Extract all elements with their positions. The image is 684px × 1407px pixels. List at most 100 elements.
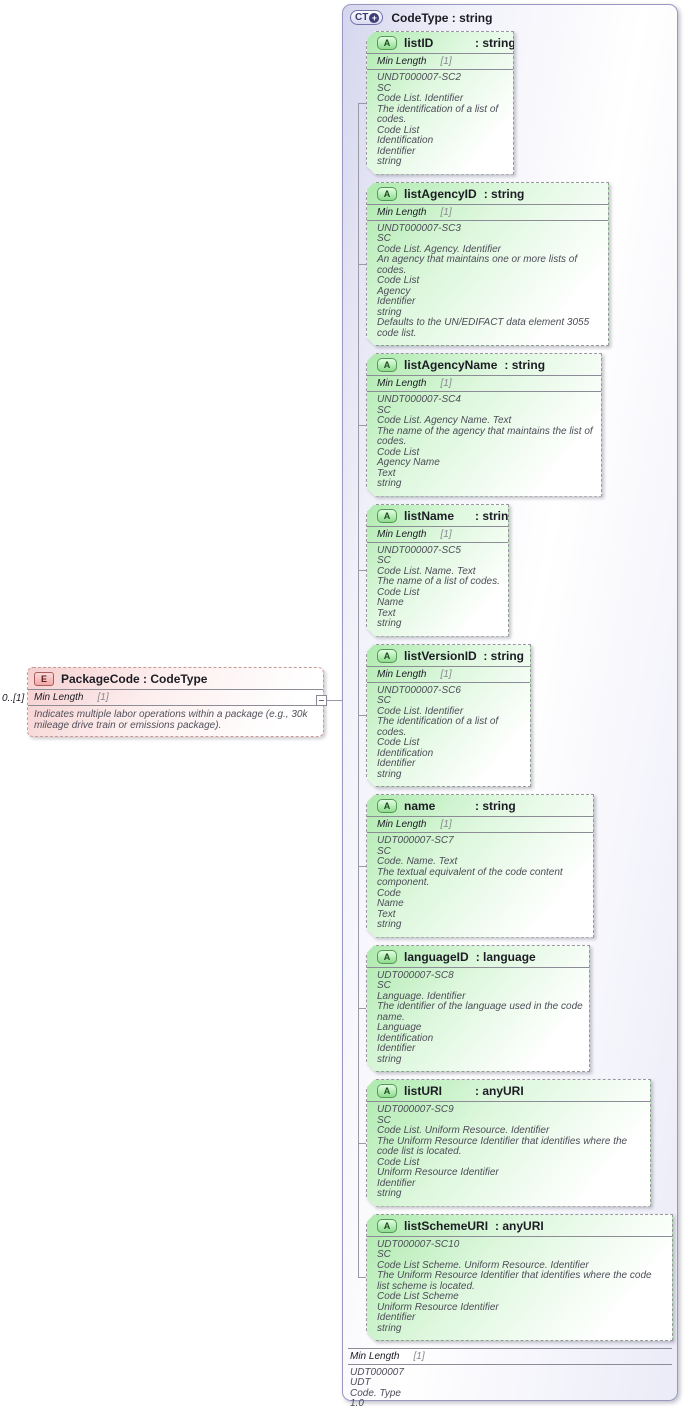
- attribute-row: A listAgencyID : string Min Length [1] U…: [358, 182, 677, 347]
- attribute-listAgencyID[interactable]: A listAgencyID : string Min Length [1] U…: [366, 182, 609, 347]
- cardinality-label: 0..[1]: [2, 693, 25, 704]
- facet-name: Min Length: [377, 56, 427, 67]
- attribute-connector: [358, 102, 366, 104]
- attribute-name: listVersionID: [404, 648, 477, 663]
- attribute-icon: A: [377, 799, 397, 813]
- attribute-details: UNDT000007-SC3 SC Code List. Agency. Ide…: [377, 222, 590, 339]
- element-description: Indicates multiple labor operations with…: [34, 709, 308, 731]
- type-facet-row: Min Length [1]: [348, 1348, 672, 1365]
- facet-name: Min Length: [377, 668, 427, 680]
- attribute-rail: [358, 102, 359, 1278]
- plus-icon[interactable]: +: [369, 12, 380, 23]
- attribute-name[interactable]: A name : string Min Length [1] UDT000007…: [366, 794, 594, 938]
- attribute-title-row: A listURI : anyURI: [367, 1080, 650, 1102]
- attribute-name: listSchemeURI: [404, 1218, 489, 1233]
- complextype-icon: CT+: [350, 10, 384, 25]
- facet-name: Min Length: [377, 819, 427, 830]
- attribute-name: listAgencyID: [404, 186, 477, 201]
- attribute-listName[interactable]: A listName : string Min Length [1] UNDT0…: [366, 504, 509, 637]
- attribute-listSchemeURI[interactable]: A listSchemeURI : anyURI UDT000007-SC10 …: [366, 1214, 673, 1342]
- attribute-details: UDT000007-SC10 SC Code List Scheme. Unif…: [377, 1238, 652, 1334]
- attribute-listVersionID[interactable]: A listVersionID : string Min Length [1] …: [366, 644, 531, 788]
- facet-value: [1]: [97, 692, 109, 703]
- element-packagecode[interactable]: E PackageCode : CodeType Min Length [1] …: [27, 667, 324, 737]
- attribute-title-row: A listSchemeURI : anyURI: [367, 1215, 672, 1237]
- attribute-name: listURI: [404, 1084, 443, 1098]
- element-icon: E: [34, 672, 54, 686]
- element-title: PackageCode : CodeType: [61, 672, 208, 686]
- facet-name: Min Length: [350, 1351, 400, 1362]
- attribute-title-row: A listAgencyID : string: [367, 183, 608, 205]
- complextype-title-row: CT+ CodeType : string: [343, 5, 677, 28]
- attribute-icon: A: [377, 950, 397, 964]
- collapse-handle-icon[interactable]: [316, 695, 327, 706]
- facet-name: Min Length: [34, 692, 84, 703]
- attribute-facet-row: Min Length [1]: [367, 527, 508, 543]
- facet-value: [1]: [440, 378, 452, 389]
- attribute-type: : string: [475, 508, 516, 523]
- attribute-listAgencyName[interactable]: A listAgencyName : string Min Length [1]…: [366, 353, 602, 497]
- attribute-type: : string: [475, 36, 516, 50]
- facet-value: [1]: [440, 528, 452, 540]
- attribute-icon: A: [377, 1084, 397, 1098]
- attribute-details: UNDT000007-SC2 SC Code List. Identifier …: [377, 72, 499, 167]
- attribute-icon: A: [377, 1219, 397, 1233]
- attribute-name: listAgencyName: [404, 358, 498, 372]
- attribute-type: : anyURI: [495, 1218, 544, 1233]
- attribute-row: A listVersionID : string Min Length [1] …: [358, 644, 677, 788]
- attribute-icon: A: [377, 187, 397, 201]
- attribute-title-row: A languageID : language: [367, 946, 589, 968]
- element-facet-row: Min Length [1]: [28, 690, 323, 706]
- attribute-facet-row: Min Length [1]: [367, 205, 608, 221]
- complextype-title: CodeType : string: [391, 10, 493, 25]
- facet-name: Min Length: [377, 206, 427, 218]
- attribute-name: name: [404, 799, 436, 813]
- attribute-facet-row: Min Length [1]: [367, 817, 593, 833]
- attribute-listID[interactable]: A listID : string Min Length [1] UNDT000…: [366, 31, 514, 175]
- facet-value: [1]: [440, 819, 452, 830]
- attribute-title-row: A listAgencyName : string: [367, 354, 601, 376]
- attribute-type: : language: [475, 949, 536, 964]
- attribute-connector: [358, 424, 366, 426]
- facet-value: [1]: [440, 56, 452, 67]
- attribute-icon: A: [377, 649, 397, 663]
- attribute-row: A listName : string Min Length [1] UNDT0…: [358, 504, 677, 637]
- attribute-title-row: A listVersionID : string: [367, 645, 530, 667]
- attribute-icon: A: [377, 509, 397, 523]
- attribute-row: A listSchemeURI : anyURI UDT000007-SC10 …: [358, 1214, 677, 1342]
- complextype-codetype[interactable]: CT+ CodeType : string A listID : string …: [342, 4, 678, 1407]
- attribute-row: A listURI : anyURI UDT000007-SC9 SC Code…: [358, 1079, 677, 1207]
- attribute-row: A listAgencyName : string Min Length [1]…: [358, 353, 677, 497]
- attribute-facet-row: Min Length [1]: [367, 667, 530, 683]
- attribute-type: : string: [483, 648, 524, 663]
- attribute-name: listName: [404, 508, 455, 523]
- attribute-details: UDT000007-SC9 SC Code List. Uniform Reso…: [377, 1104, 628, 1199]
- attribute-title-row: A listID : string: [367, 32, 513, 54]
- attribute-name: listID: [404, 36, 434, 50]
- attribute-listURI[interactable]: A listURI : anyURI UDT000007-SC9 SC Code…: [366, 1079, 651, 1207]
- attribute-connector: [358, 1277, 366, 1279]
- attribute-type: : string: [475, 799, 516, 813]
- attribute-connector: [358, 1008, 366, 1010]
- attribute-row: A languageID : language UDT000007-SC8 SC…: [358, 945, 677, 1073]
- attribute-connector: [358, 1142, 366, 1144]
- facet-name: Min Length: [377, 528, 427, 540]
- attribute-title-row: A name : string: [367, 795, 593, 817]
- complextype-badge: CT: [355, 12, 369, 23]
- attribute-connector: [358, 715, 366, 717]
- attribute-languageID[interactable]: A languageID : language UDT000007-SC8 SC…: [366, 945, 590, 1073]
- attribute-connector: [358, 263, 366, 265]
- attribute-type: : string: [483, 186, 525, 201]
- facet-value: [1]: [440, 206, 452, 218]
- attribute-row: A listID : string Min Length [1] UNDT000…: [358, 31, 677, 175]
- facet-value: [1]: [440, 668, 452, 680]
- attribute-name: languageID: [404, 949, 469, 964]
- attribute-connector: [358, 865, 366, 867]
- attribute-title-row: A listName : string: [367, 505, 508, 527]
- attribute-connector: [358, 570, 366, 571]
- attribute-type: : string: [504, 358, 546, 372]
- attribute-details: UDT000007-SC8 SC Language. Identifier Th…: [377, 969, 583, 1065]
- attributes-area: A listID : string Min Length [1] UNDT000…: [343, 28, 677, 1341]
- attribute-details: UDT000007-SC7 SC Code. Name. Text The te…: [377, 835, 563, 930]
- facet-value: [1]: [413, 1351, 425, 1362]
